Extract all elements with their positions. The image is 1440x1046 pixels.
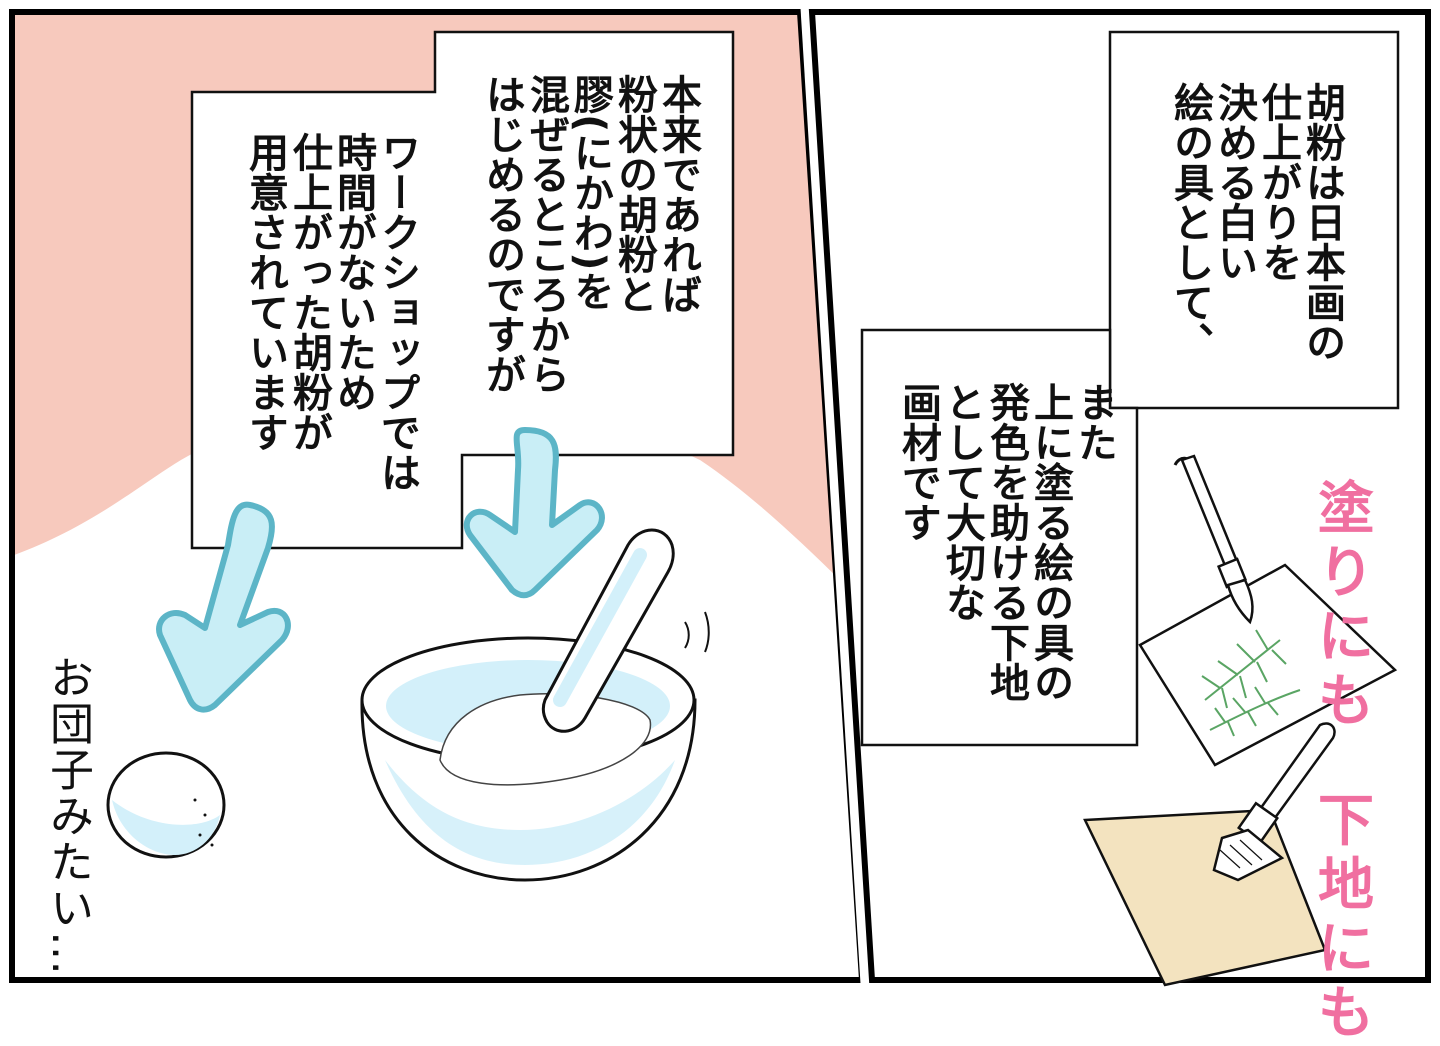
arrow-down-icon	[156, 501, 291, 713]
narration-workshop-prepared: ワークショップでは 時間がないため 仕上がった胡粉が 用意されています	[242, 132, 420, 492]
narration-gofun-definition: 胡粉は日本画の 仕上がりを 決める白い 絵の具として、	[1167, 82, 1345, 382]
narration-line: 本来であれば	[655, 74, 701, 314]
narration-line: また	[1071, 382, 1117, 462]
paste-ball-illustration	[106, 751, 226, 859]
narration-line: として大切な	[939, 382, 985, 622]
right-panel	[808, 9, 1431, 987]
label-paint: 塗りにも	[1318, 477, 1374, 734]
narration-line: 時間がないため	[330, 132, 376, 412]
narration-line: 粉状の胡粉と	[611, 74, 657, 314]
comic-page	[9, 9, 1431, 987]
narration-line: 絵の具として、	[1167, 82, 1213, 362]
narration-line: 膠(にかわ)を	[567, 74, 613, 311]
narration-line: 決める白い	[1211, 82, 1257, 282]
pestle	[541, 528, 675, 733]
caption-box	[860, 328, 1139, 747]
narration-line: 仕上がった胡粉が	[286, 132, 332, 452]
narration-line: 混ぜるところから	[523, 74, 569, 394]
arrow-down-icon	[463, 427, 605, 599]
flat-brush-icon	[1212, 722, 1336, 882]
base-paper-illustration	[1083, 722, 1336, 987]
caption-box	[190, 30, 735, 550]
painting-paper-illustration	[1138, 454, 1398, 767]
narration-line: はじめるのですが	[479, 74, 525, 394]
leaf-sprig	[1201, 629, 1301, 737]
narration-line: 仕上がりを	[1255, 82, 1301, 282]
narration-line: ワークショップでは	[374, 132, 420, 492]
caption-box	[1108, 30, 1400, 410]
sfx-dango-comment: お団子みたい…	[42, 655, 93, 977]
narration-line: 用意されています	[242, 132, 288, 452]
left-panel	[9, 9, 866, 983]
narration-gofun-base: また 上に塗る絵の具の 発色を助ける下地 として大切な 画材です	[895, 382, 1117, 712]
narration-line: 画材です	[895, 382, 941, 542]
brush-icon	[1173, 454, 1254, 625]
narration-workshop-standard: 本来であれば 粉状の胡粉と 膠(にかわ)を 混ぜるところから はじめるのですが	[479, 74, 701, 434]
narration-line: 上に塗る絵の具の	[1027, 382, 1073, 702]
narration-line: 胡粉は日本画の	[1299, 82, 1345, 362]
mortar-bowl-illustration	[360, 528, 710, 882]
narration-line: 発色を助ける下地	[983, 382, 1029, 702]
